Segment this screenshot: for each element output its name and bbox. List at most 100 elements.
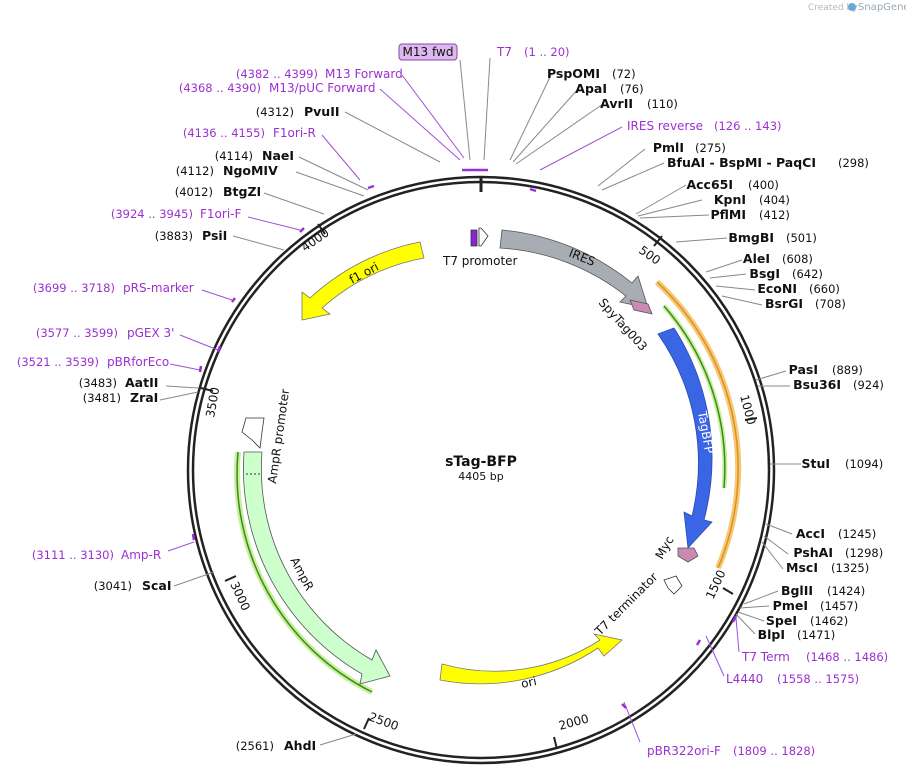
svg-text:(3924 .. 3945): (3924 .. 3945) — [111, 207, 193, 221]
svg-text:PasI: PasI — [789, 362, 818, 377]
svg-text:BglII: BglII — [781, 583, 813, 598]
svg-text:(4114): (4114) — [215, 149, 253, 163]
ampr-promoter-label: AmpR promoter — [265, 388, 292, 484]
t7-promoter-arrow[interactable] — [478, 227, 489, 247]
site-labels-left: (4312) PvuII (4114) NaeI (4112) NgoMIV (… — [79, 104, 340, 753]
svg-text:T7: T7 — [496, 45, 512, 59]
ires-feature[interactable] — [499, 229, 649, 309]
svg-text:PvuII: PvuII — [304, 104, 340, 119]
svg-text:EcoNI: EcoNI — [757, 281, 797, 296]
svg-text:(1457): (1457) — [820, 599, 858, 613]
svg-text:AhdI: AhdI — [284, 738, 316, 753]
svg-text:(298): (298) — [838, 156, 869, 170]
svg-text:(1 .. 20): (1 .. 20) — [524, 45, 570, 59]
myc-label: Myc — [652, 534, 676, 562]
svg-text:BsgI: BsgI — [749, 266, 780, 281]
svg-text:(3521 .. 3539): (3521 .. 3539) — [17, 355, 99, 369]
primer-mark-t7 — [470, 229, 478, 247]
svg-text:(1471): (1471) — [797, 628, 835, 642]
svg-text:(642): (642) — [792, 267, 823, 281]
tick-label-1500: 1500 — [703, 568, 729, 602]
ampr-feature[interactable] — [243, 451, 391, 685]
t7-terminator-arrow[interactable] — [663, 575, 683, 595]
ori-feature[interactable] — [439, 633, 623, 685]
svg-text:F1ori-R: F1ori-R — [273, 126, 316, 140]
svg-text:PsiI: PsiI — [202, 228, 227, 243]
svg-text:(3481): (3481) — [83, 391, 121, 405]
svg-text:PshAI: PshAI — [793, 545, 833, 560]
t7-promoter-label: T7 promoter — [442, 254, 518, 268]
svg-text:ZraI: ZraI — [130, 390, 158, 405]
primer-marks — [191, 168, 738, 709]
svg-text:(1462): (1462) — [810, 614, 848, 628]
svg-text:(608): (608) — [782, 252, 813, 266]
svg-text:pGEX 3': pGEX 3' — [127, 326, 174, 340]
svg-text:(412): (412) — [759, 208, 790, 222]
tagbfp-feature[interactable] — [657, 327, 713, 549]
svg-text:(4382 .. 4399): (4382 .. 4399) — [236, 67, 318, 81]
svg-text:(1094): (1094) — [845, 457, 883, 471]
tick-label-3000: 3000 — [227, 579, 253, 613]
svg-text:(4012): (4012) — [175, 185, 213, 199]
svg-text:BlpI: BlpI — [758, 627, 785, 642]
svg-text:(3577 .. 3599): (3577 .. 3599) — [36, 326, 118, 340]
svg-text:M13 Forward: M13 Forward — [325, 67, 403, 81]
svg-text:(501): (501) — [786, 231, 817, 245]
svg-text:(72): (72) — [612, 67, 636, 81]
primer-leader-lines — [167, 74, 740, 743]
svg-text:KpnI: KpnI — [714, 192, 746, 207]
svg-text:Amp-R: Amp-R — [121, 548, 161, 562]
svg-text:L4440: L4440 — [726, 672, 763, 686]
svg-text:(3111 .. 3130): (3111 .. 3130) — [32, 548, 114, 562]
svg-text:(708): (708) — [815, 297, 846, 311]
myc-feature[interactable] — [677, 547, 699, 563]
svg-text:ScaI: ScaI — [142, 578, 172, 593]
f1ori-feature[interactable] — [301, 241, 425, 321]
m13-fwd-box[interactable] — [398, 43, 458, 61]
svg-text:(1245): (1245) — [838, 527, 876, 541]
svg-text:(404): (404) — [759, 193, 790, 207]
svg-text:M13/pUC Forward: M13/pUC Forward — [269, 81, 376, 95]
svg-text:(1298): (1298) — [845, 546, 883, 560]
spytag-feature[interactable] — [629, 299, 653, 315]
tick-label-1000: 1000 — [737, 393, 758, 426]
svg-text:AatII: AatII — [125, 375, 158, 390]
svg-text:Acc65I: Acc65I — [686, 177, 733, 192]
leader-lines — [159, 57, 801, 746]
orf-orange-line — [656, 281, 739, 569]
svg-text:(3883): (3883) — [155, 229, 193, 243]
ticks — [200, 223, 758, 750]
svg-text:F1ori-F: F1ori-F — [200, 207, 241, 221]
svg-text:MscI: MscI — [786, 560, 818, 575]
svg-text:(924): (924) — [853, 378, 884, 392]
svg-text:(4368 .. 4390): (4368 .. 4390) — [179, 81, 261, 95]
svg-text:(1424): (1424) — [827, 584, 865, 598]
tick-label-2000: 2000 — [557, 711, 590, 732]
svg-text:(1809 .. 1828): (1809 .. 1828) — [733, 744, 815, 758]
svg-text:(275): (275) — [695, 141, 726, 155]
svg-text:(889): (889) — [832, 363, 863, 377]
svg-text:T7 Term: T7 Term — [741, 650, 790, 664]
t7-terminator-label: T7 terminator — [592, 570, 661, 639]
snapgene-logo-icon — [848, 3, 856, 11]
svg-text:(3041): (3041) — [94, 579, 132, 593]
tick-label-3500: 3500 — [203, 386, 222, 419]
svg-text:pRS-marker: pRS-marker — [123, 281, 194, 295]
ori-label: ori — [520, 674, 538, 691]
svg-text:SpeI: SpeI — [766, 613, 797, 628]
svg-text:(4136 .. 4155): (4136 .. 4155) — [183, 126, 265, 140]
svg-text:(4312): (4312) — [256, 105, 294, 119]
svg-text:Bsu36I: Bsu36I — [793, 377, 841, 392]
svg-text:PmeI: PmeI — [773, 598, 808, 613]
backbone-outer — [186, 175, 776, 765]
svg-text:AleI: AleI — [743, 251, 770, 266]
svg-text:IRES reverse: IRES reverse — [627, 119, 703, 133]
plasmid-size: 4405 bp — [458, 470, 503, 483]
svg-text:(400): (400) — [748, 178, 779, 192]
svg-text:pBRforEco: pBRforEco — [107, 355, 169, 369]
svg-text:BmgBI: BmgBI — [728, 230, 774, 245]
svg-text:PspOMI: PspOMI — [547, 66, 600, 81]
ampr-promoter-arrow[interactable] — [241, 417, 265, 449]
svg-text:(1468 .. 1486): (1468 .. 1486) — [806, 650, 888, 664]
site-labels-right: PspOMI (72) ApaI (76) AvrII (110) PmlI (… — [547, 66, 884, 642]
